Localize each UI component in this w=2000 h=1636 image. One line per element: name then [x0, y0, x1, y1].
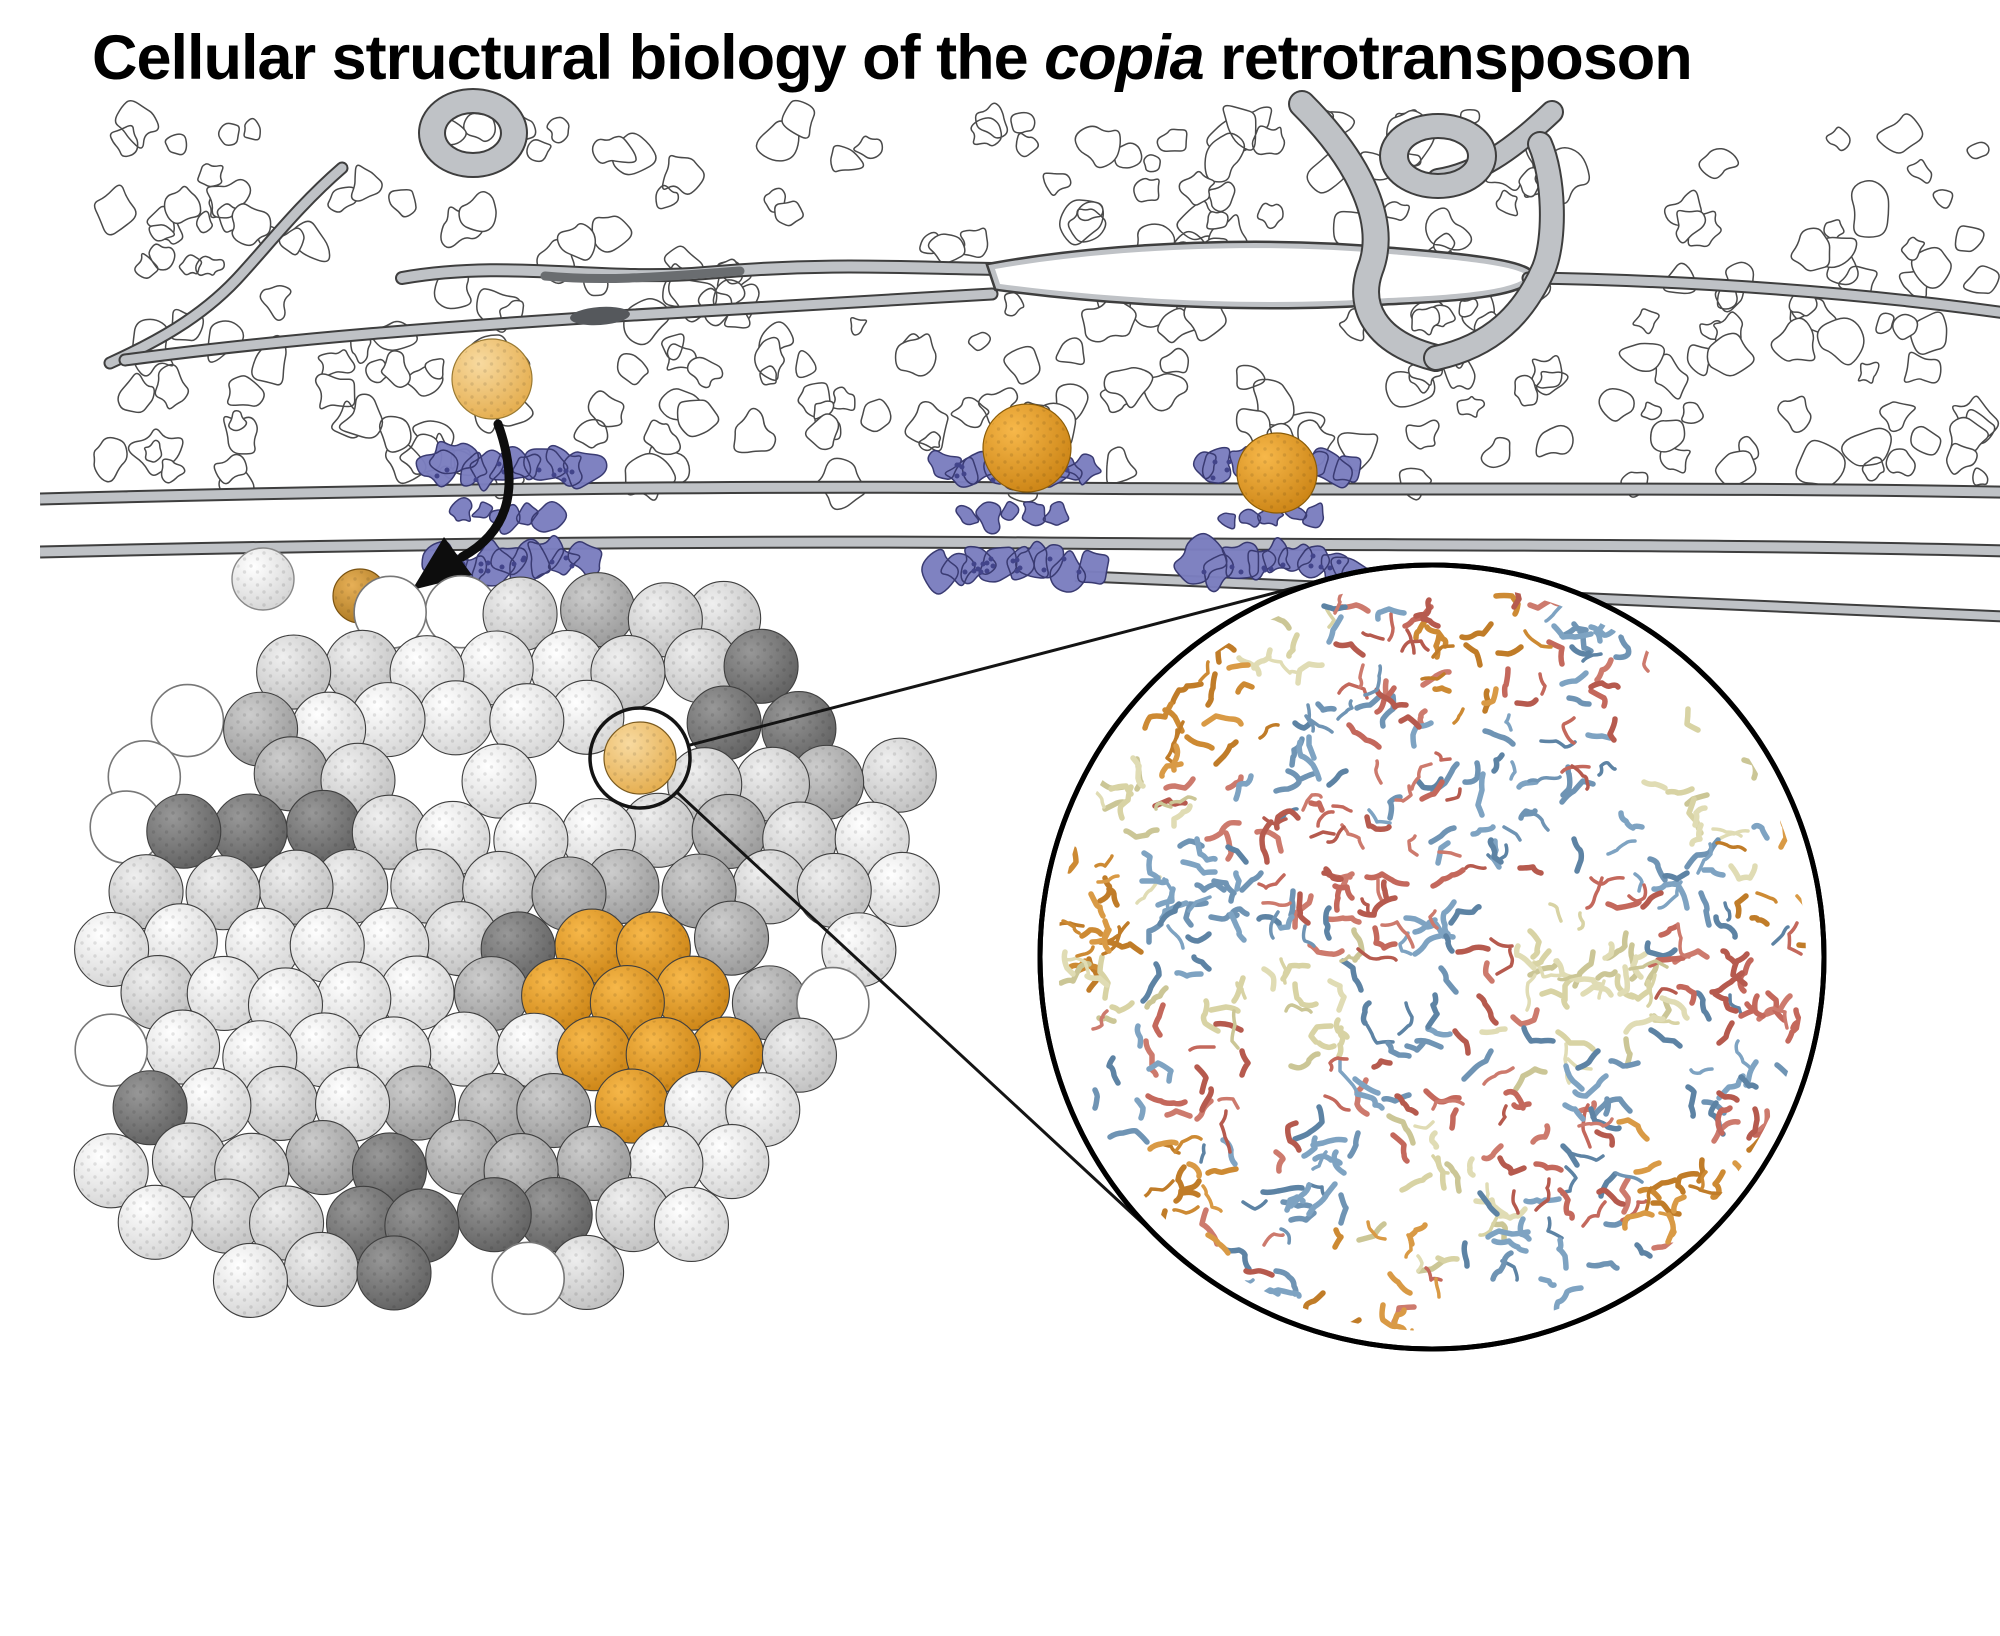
figure-title: Cellular structural biology of the copia… [92, 22, 1693, 94]
title-prefix: Cellular structural biology of the [92, 23, 1045, 93]
cytoplasmic-capsids [231, 338, 1318, 624]
title-italic-copia: copia [1044, 23, 1205, 93]
capsid-density-map [1058, 583, 1806, 1331]
capsid-density-inset [1037, 562, 1827, 1352]
figure-illustration [40, 88, 2000, 1352]
nuclear-capsid-cluster [73, 572, 940, 1318]
nuclear-pore-complexes [415, 440, 1371, 595]
zoom-callout [588, 576, 1334, 1246]
title-suffix: retrotransposon [1203, 23, 1693, 93]
figure-copia-retrotransposon: Cellular structural biology of the copia… [40, 16, 2000, 1604]
er-membranes [103, 88, 2000, 372]
